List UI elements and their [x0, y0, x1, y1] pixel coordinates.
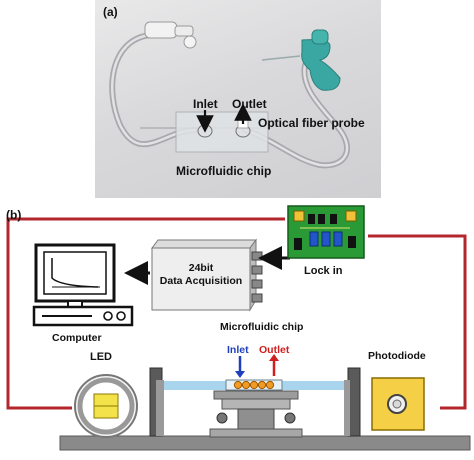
photodiode-icon [371, 377, 425, 431]
signal-wires [6, 217, 467, 410]
daq-box [151, 238, 263, 312]
daq-line1: 24bit [188, 262, 214, 274]
led-label: LED [90, 351, 112, 363]
inlet-label: Inlet [193, 97, 218, 111]
stage-chip [225, 379, 283, 391]
optical-table [59, 435, 471, 451]
xyz-stage [209, 390, 303, 438]
computer-icon [32, 243, 134, 327]
photodiode-label: Photodiode [368, 350, 426, 362]
butterfly-needle [261, 29, 341, 91]
panel-a-label: (a) [103, 5, 118, 19]
led-mount [149, 367, 164, 437]
photodiode-mount [344, 367, 361, 437]
lockin-label: Lock in [304, 265, 343, 277]
outlet-label: Outlet [232, 97, 267, 111]
outlet-arrowhead [269, 354, 279, 361]
stage-outlet-label: Outlet [259, 344, 290, 356]
inlet-arrowhead [235, 371, 245, 378]
daq-line2: Data Acquisition [159, 275, 243, 287]
stage-inlet-label: Inlet [227, 344, 249, 356]
led-icon [74, 374, 138, 438]
lockin-board [287, 205, 365, 259]
tubing [109, 32, 351, 169]
stage-chip-label: Microfluidic chip [220, 321, 304, 333]
luer-connector [144, 21, 197, 49]
optical-fiber-probe-label: Optical fiber probe [258, 116, 365, 130]
photo-chip-label: Microfluidic chip [176, 164, 272, 178]
panel-b-label: (b) [6, 208, 22, 222]
computer-label: Computer [52, 332, 102, 344]
